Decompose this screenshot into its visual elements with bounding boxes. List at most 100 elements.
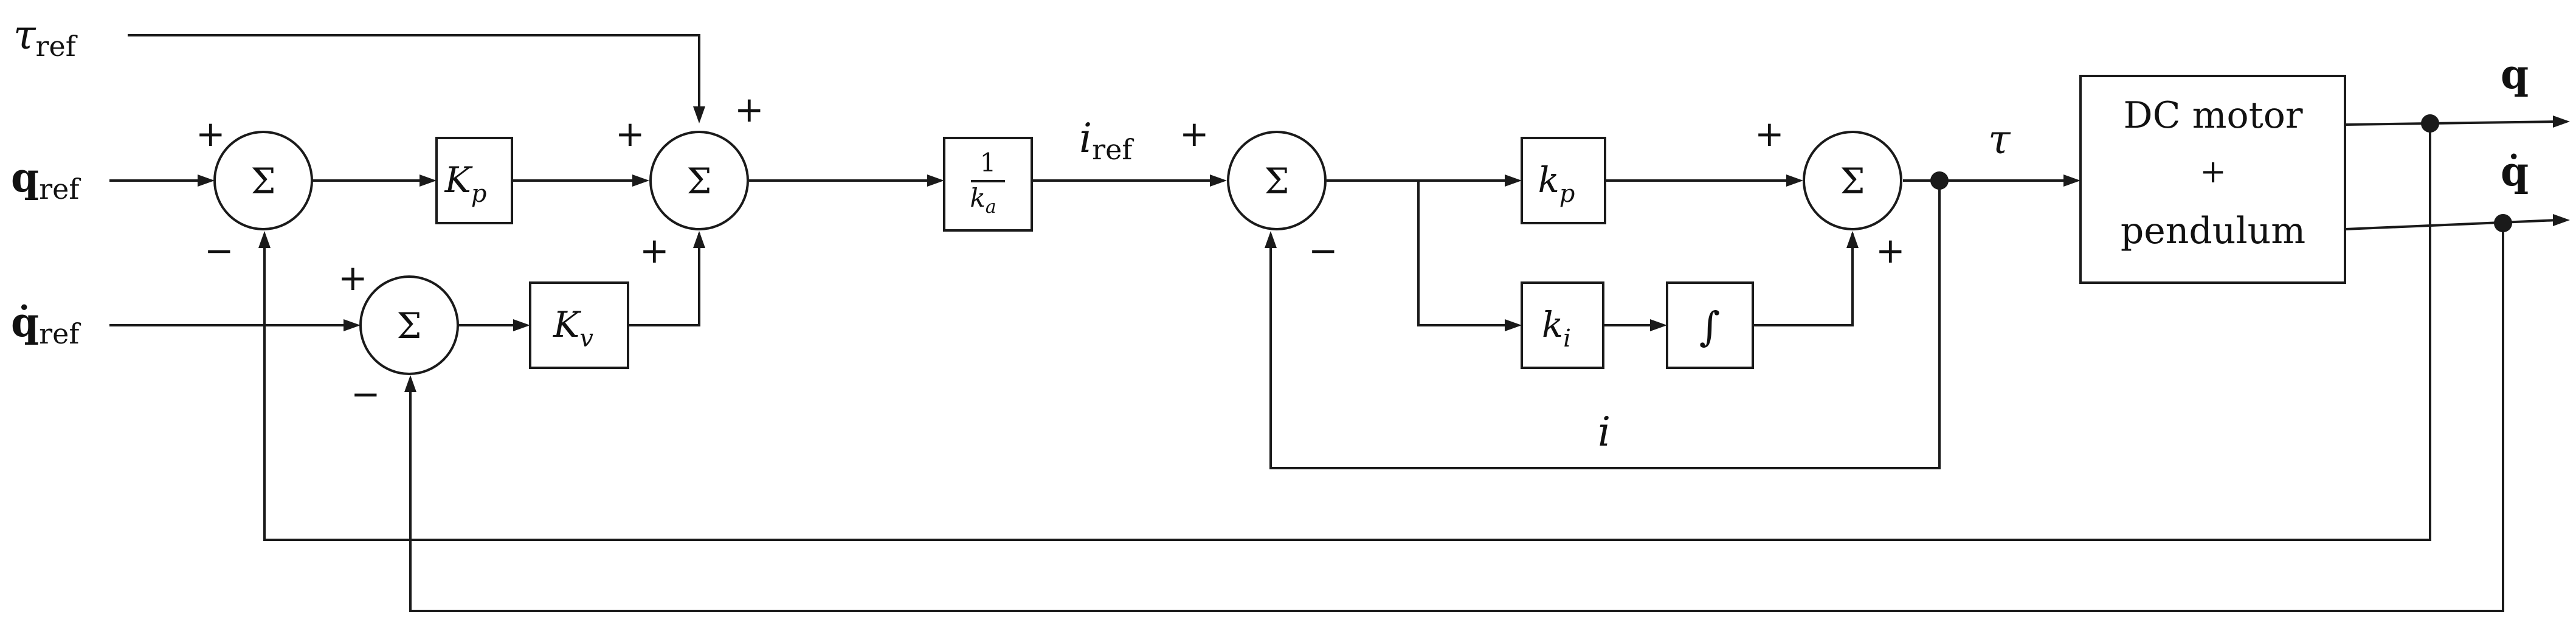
sign-s5-top: + bbox=[1755, 113, 1784, 154]
sign-s1-input: + bbox=[196, 113, 226, 154]
sign-s5-bottom: + bbox=[1876, 230, 1905, 271]
junction-q bbox=[2421, 114, 2439, 133]
signal-wires bbox=[109, 34, 2558, 612]
label-tau-ref-subscript: ref bbox=[36, 30, 78, 63]
integrator-symbol: ∫ bbox=[1699, 303, 1720, 350]
svg-text:Kp: Kp bbox=[444, 159, 487, 208]
sum-5-symbol: Σ bbox=[1840, 160, 1865, 202]
sum-1-symbol: Σ bbox=[250, 160, 275, 202]
sign-s2-feedback: − bbox=[351, 373, 381, 415]
svg-text:iref: iref bbox=[1079, 115, 1134, 166]
block-plant: DC motor + pendulum bbox=[2079, 75, 2346, 284]
junction-qdot bbox=[2494, 214, 2512, 232]
arrow-qdot-ref bbox=[344, 319, 361, 331]
plant-label-line1: DC motor bbox=[2123, 94, 2302, 137]
arrow-qdot-feedback bbox=[404, 375, 416, 392]
sum-2-symbol: Σ bbox=[396, 305, 421, 347]
block-inverse-ka-numerator: 1 bbox=[980, 148, 996, 178]
wire-qdot-out bbox=[2344, 219, 2558, 230]
wire-q-feedback bbox=[263, 123, 2431, 541]
sign-s3-left: + bbox=[615, 113, 645, 154]
arrow-s2-kv bbox=[513, 319, 530, 331]
label-tau-ref: τ bbox=[13, 12, 36, 58]
sum-junction-1: Σ bbox=[213, 131, 313, 230]
arrow-s4-kp bbox=[1505, 174, 1522, 187]
sum-4-symbol: Σ bbox=[1264, 160, 1289, 202]
block-kp-symbol: k bbox=[1538, 159, 1559, 201]
svg-text:q̇ref: q̇ref bbox=[11, 298, 81, 350]
arrow-s1-kp bbox=[420, 174, 437, 187]
plant-label-line2: + bbox=[2200, 154, 2226, 190]
arrow-q-out bbox=[2553, 116, 2570, 128]
block-Kp-symbol: K bbox=[444, 159, 474, 201]
block-ki: ki bbox=[1521, 281, 1604, 369]
block-Kp: Kp bbox=[435, 137, 513, 224]
sum-junction-4: Σ bbox=[1227, 131, 1327, 230]
svg-text:ki: ki bbox=[1542, 304, 1571, 353]
arrow-tau-ref bbox=[693, 106, 705, 123]
block-kp-subscript: p bbox=[1559, 180, 1575, 208]
label-current-i: i bbox=[1598, 409, 1611, 455]
block-inverse-ka-denominator-subscript: a bbox=[986, 196, 996, 218]
block-Kv: Kv bbox=[529, 281, 629, 369]
block-Kv-symbol: K bbox=[553, 304, 582, 345]
svg-text:ka: ka bbox=[970, 183, 996, 218]
sign-s4-input: + bbox=[1179, 113, 1209, 154]
sum-junction-5: Σ bbox=[1803, 131, 1902, 230]
block-ki-symbol: k bbox=[1542, 304, 1563, 345]
arrow-ki-int bbox=[1650, 319, 1667, 331]
sign-s4-feedback: − bbox=[1308, 230, 1338, 271]
sign-s1-feedback: − bbox=[204, 230, 234, 271]
block-inverse-ka: 1 ka bbox=[943, 137, 1033, 232]
sign-s2-input: + bbox=[338, 257, 368, 298]
label-qdot-ref: q̇ bbox=[11, 298, 39, 346]
arrow-q-ref bbox=[198, 174, 215, 187]
svg-text:τref: τref bbox=[13, 12, 78, 63]
svg-text:kp: kp bbox=[1538, 159, 1575, 208]
label-qdot-output: q̇ bbox=[2501, 148, 2529, 195]
wire-tau-ref bbox=[128, 34, 700, 109]
arrow-s5-plant bbox=[2063, 174, 2080, 187]
label-q-ref: q bbox=[11, 154, 39, 201]
label-q-output: q bbox=[2501, 50, 2529, 98]
arrow-invka-s4 bbox=[1210, 174, 1227, 187]
label-qdot-ref-subscript: ref bbox=[39, 317, 81, 350]
block-Kv-subscript: v bbox=[579, 325, 593, 353]
svg-text:Kv: Kv bbox=[553, 304, 593, 353]
block-kp-current: kp bbox=[1521, 137, 1606, 224]
label-i-ref-subscript: ref bbox=[1092, 133, 1134, 166]
sign-s3-bottom: + bbox=[640, 230, 669, 271]
arrow-q-feedback bbox=[258, 231, 271, 248]
block-Kp-subscript: p bbox=[471, 180, 487, 208]
label-i-ref: i bbox=[1079, 115, 1092, 162]
wire-q-out bbox=[2344, 120, 2558, 126]
arrow-int-s5 bbox=[1846, 231, 1859, 248]
block-integrator: ∫ bbox=[1666, 281, 1754, 369]
wire-qdot-feedback bbox=[409, 223, 2504, 612]
arrow-branch-ki bbox=[1505, 319, 1522, 331]
arrow-kp-s5 bbox=[1786, 174, 1803, 187]
wire-branch-ki bbox=[1417, 181, 1510, 326]
label-q-ref-subscript: ref bbox=[39, 173, 81, 205]
wire-int-s5 bbox=[1753, 233, 1854, 326]
svg-text:qref: qref bbox=[11, 154, 81, 205]
block-ki-subscript: i bbox=[1563, 325, 1571, 353]
arrow-kv-s3 bbox=[693, 231, 705, 248]
junction-tau bbox=[1930, 171, 1949, 190]
wire-current-feedback bbox=[1269, 181, 1941, 469]
junction-dots bbox=[1930, 114, 2512, 232]
wire-kv-s3 bbox=[628, 233, 700, 326]
arrow-kp-s3 bbox=[632, 174, 649, 187]
sum-junction-3: Σ bbox=[649, 131, 749, 230]
arrow-qdot-out bbox=[2553, 214, 2570, 226]
label-tau: τ bbox=[1988, 116, 2011, 163]
sign-s3-top: + bbox=[734, 89, 764, 130]
arrow-current-feedback bbox=[1265, 231, 1277, 248]
arrowheads bbox=[198, 106, 2570, 392]
block-inverse-ka-denominator: k bbox=[970, 183, 985, 213]
sum-junction-2: Σ bbox=[359, 275, 459, 375]
sum-3-symbol: Σ bbox=[686, 160, 711, 202]
arrow-s3-invka bbox=[927, 174, 944, 187]
plant-label-line3: pendulum bbox=[2121, 210, 2305, 252]
